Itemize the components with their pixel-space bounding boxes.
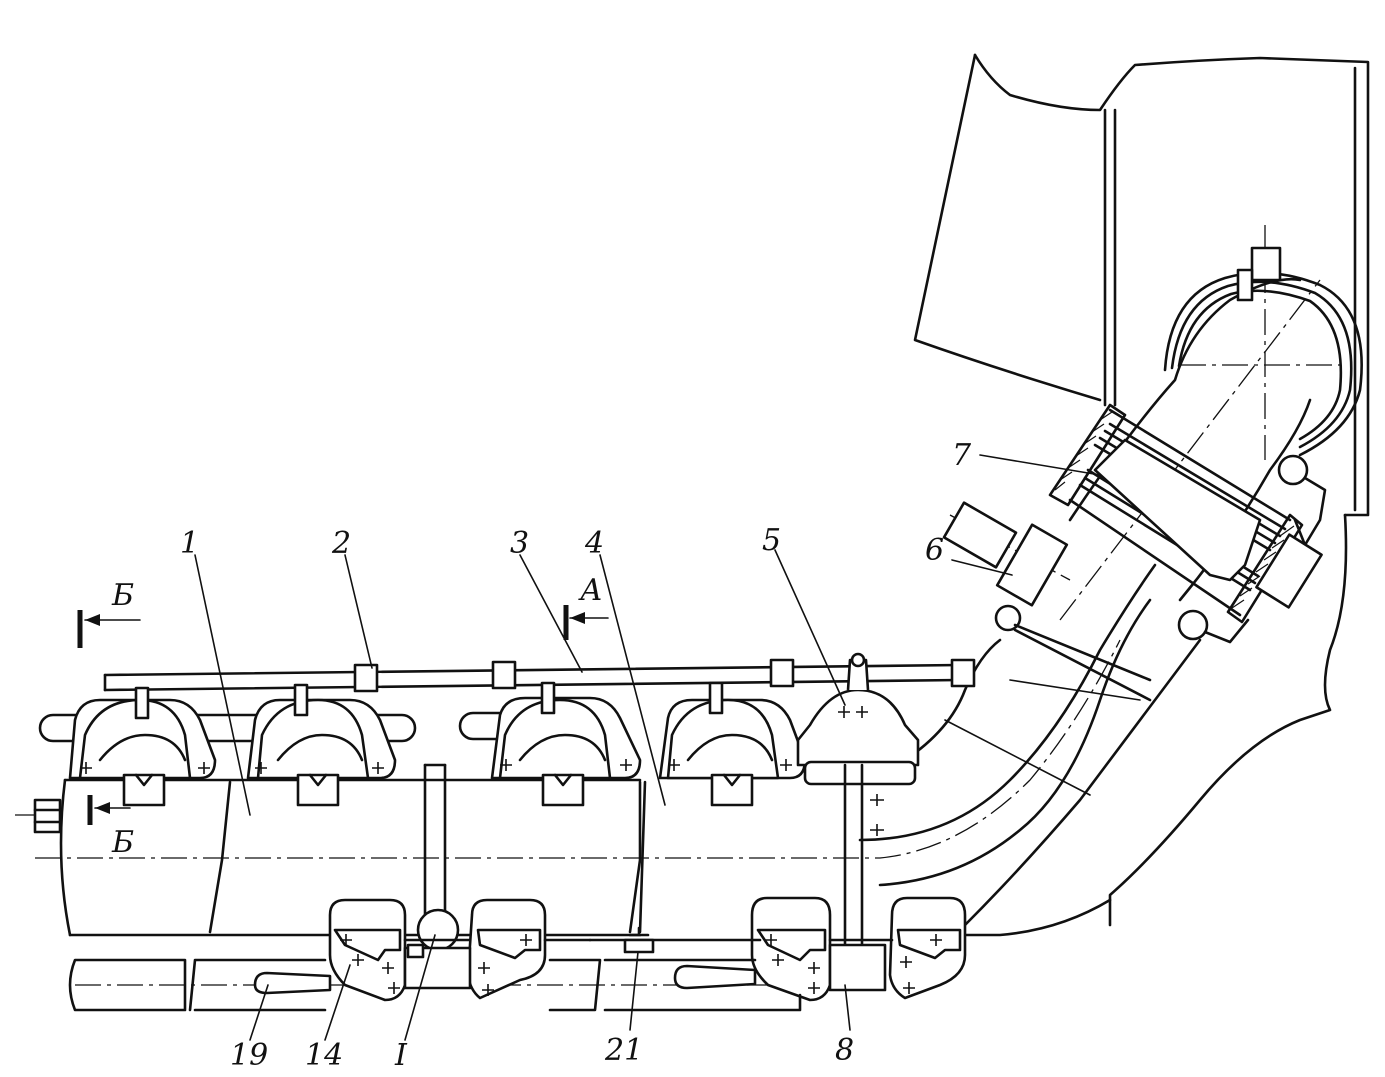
label-4: 4 — [584, 526, 604, 561]
label-6: 6 — [925, 533, 944, 568]
label-3: 3 — [510, 526, 529, 561]
section-label-B-bottom: Б — [111, 825, 134, 860]
label-21: 21 — [604, 1033, 643, 1068]
lower-clamps — [68, 896, 967, 1012]
label-I: I — [394, 1038, 408, 1073]
left-end-nut — [33, 798, 62, 834]
centerlines — [15, 225, 1340, 986]
label-2: 2 — [331, 526, 351, 561]
label-8: 8 — [835, 1033, 854, 1068]
expansion-joint — [942, 246, 1363, 682]
part-labels: 1 2 3 4 5 6 7 8 14 19 21 I А Б Б — [111, 438, 972, 1073]
section-label-B-top: Б — [111, 578, 134, 613]
label-7: 7 — [952, 438, 972, 473]
upper-clamps — [38, 652, 920, 807]
bolt-marks-lower — [340, 794, 942, 996]
housing-frame — [913, 53, 1370, 937]
label-14: 14 — [305, 1038, 343, 1073]
bolt-marks-top — [80, 706, 868, 774]
section-markers — [77, 605, 609, 825]
label-5: 5 — [762, 523, 781, 558]
collector-pipe — [59, 277, 1312, 937]
section-label-A: А — [578, 573, 603, 608]
top-rod — [103, 658, 976, 693]
label-19: 19 — [230, 1038, 268, 1073]
vertical-stays — [423, 763, 864, 947]
label-1: 1 — [180, 526, 199, 561]
leader-lines — [194, 454, 1101, 1041]
